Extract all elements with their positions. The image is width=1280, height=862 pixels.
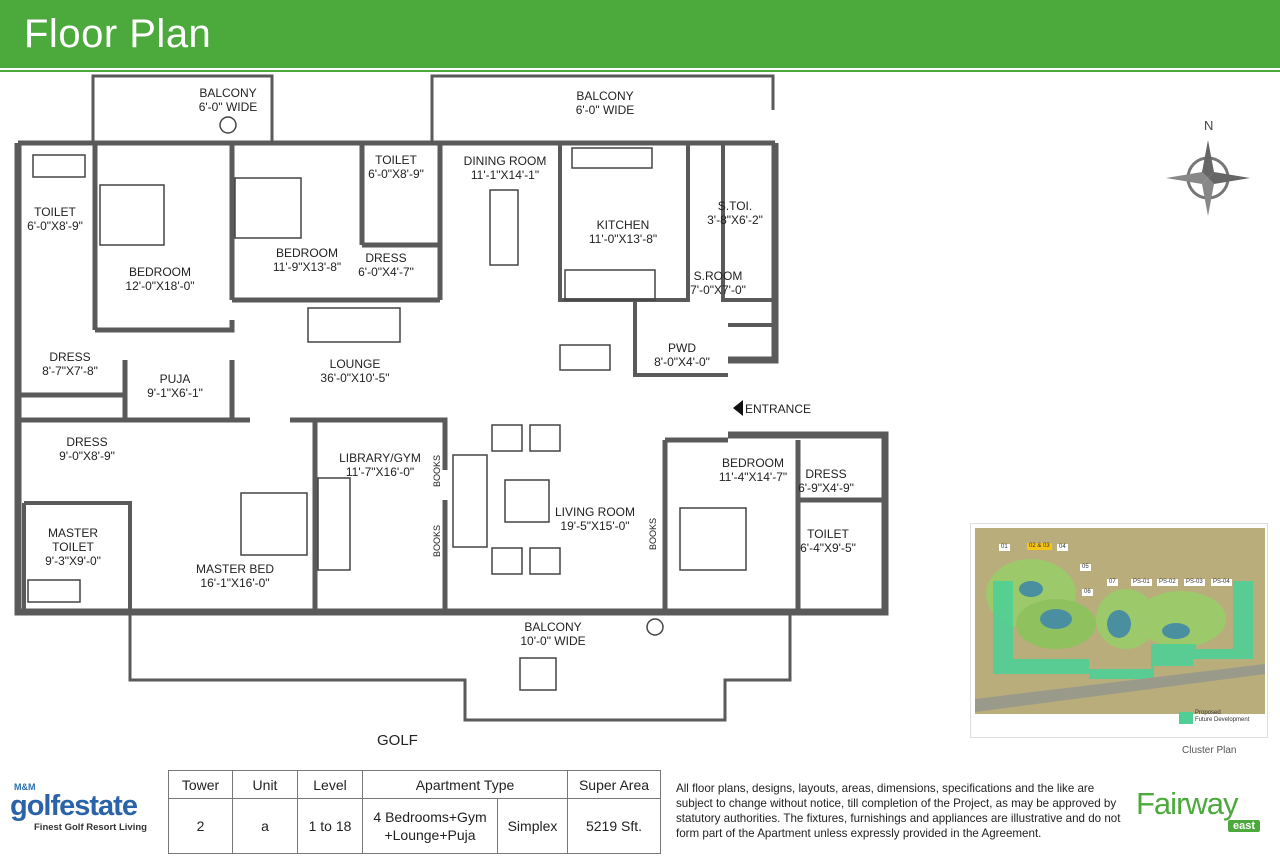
cluster-block-label: PS-03 [1184,579,1205,586]
unit-info-table: Tower Unit Level Apartment Type Super Ar… [168,770,661,854]
golf-label: GOLF [377,732,418,749]
cluster-block-label: 05 [1080,564,1091,571]
cluster-block-label: 07 [1107,579,1118,586]
page-title: Floor Plan [24,12,212,56]
compass-icon [1166,140,1250,216]
cluster-block-label: PS-01 [1131,579,1152,586]
header-super-area: Super Area [567,770,661,799]
disclaimer-text: All floor plans, designs, layouts, areas… [676,782,1121,840]
bottom-balcony-wall [128,612,792,722]
room-label-servant-toilet: S.TOI.3'-8"X6'-2" [707,199,763,227]
books-label: BOOKS [432,455,442,488]
cell-apartment-type: 4 Bedrooms+Gym +Lounge+Puja [362,798,498,854]
books-label: BOOKS [648,518,658,551]
cell-subtype: Simplex [497,798,568,854]
cluster-block-label-highlight: 02 & 03 [1027,543,1052,550]
cluster-map-graphic [975,528,1265,737]
cell-super-area: 5219 Sft. [567,798,661,854]
fairway-east-logo: Fairway east [1136,786,1271,836]
cluster-block-label: 06 [1082,589,1093,596]
entrance-label: ENTRANCE [744,402,812,416]
header-level: Level [297,770,363,799]
legend-text: Proposed Future Development [1195,710,1250,723]
books-label: BOOKS [432,525,442,558]
outer-wall-right [728,143,779,364]
header-unit: Unit [232,770,298,799]
balcony-wall [91,74,274,143]
entrance-arrow-icon [733,400,743,416]
golfestate-logo: M&M golfestate Finest Golf Resort Living [10,782,147,833]
furniture [27,116,747,691]
cluster-plan-caption: Cluster Plan [1182,745,1237,756]
compass-north-label: N [1204,118,1214,133]
cluster-plan-map: 01 02 & 03 04 05 06 07 PS-01 PS-02 PS-03… [970,523,1268,738]
header-tower: Tower [168,770,233,799]
cluster-block-label: PS-04 [1211,579,1232,586]
outer-wall [14,143,889,616]
header-divider [0,70,1280,72]
cluster-block-label: PS-02 [1157,579,1178,586]
cell-unit: a [232,798,298,854]
header-apartment-type: Apartment Type [362,770,568,799]
walls [14,74,889,722]
legend-swatch [1179,712,1193,724]
cell-tower: 2 [168,798,233,854]
cell-level: 1 to 18 [297,798,363,854]
header-bar: Floor Plan [0,0,1280,68]
cluster-block-label: 04 [1057,544,1068,551]
cluster-block-label: 01 [999,544,1010,551]
balcony-wall [430,74,775,143]
